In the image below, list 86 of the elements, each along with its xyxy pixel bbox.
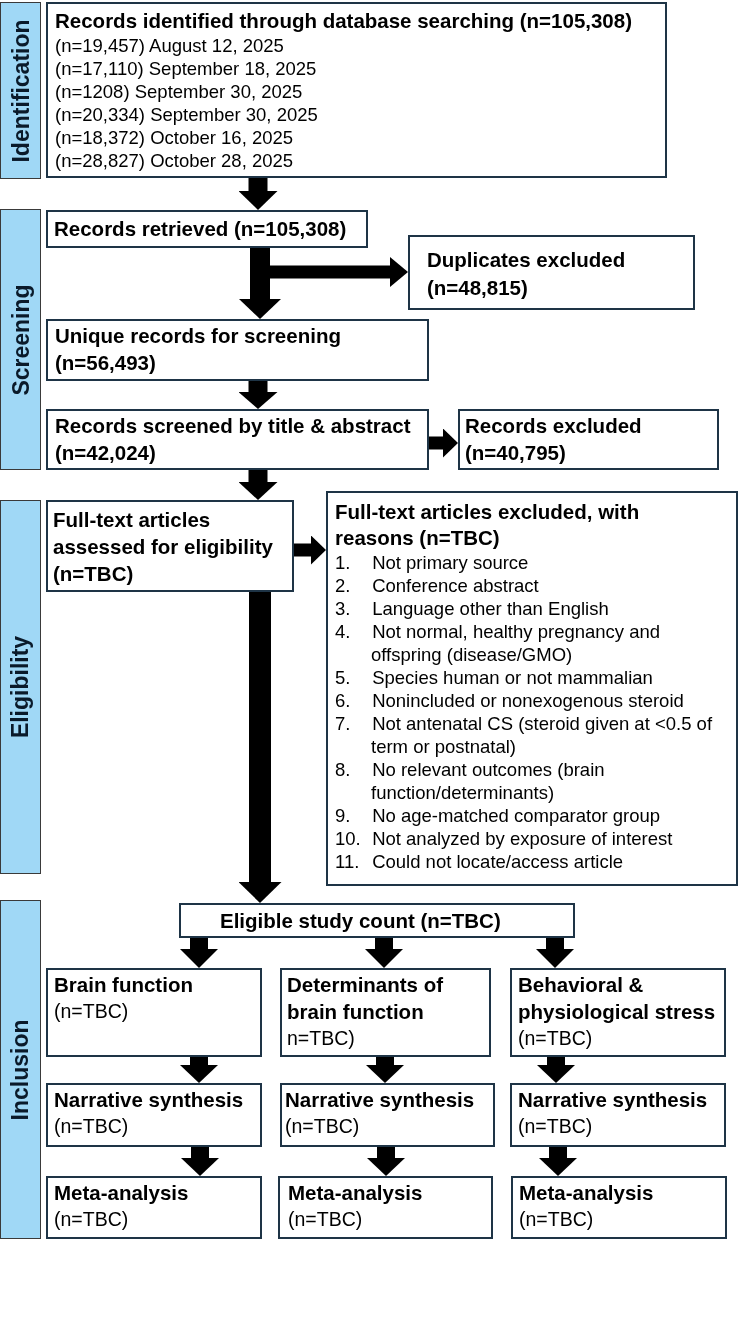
list-item-text: 4. Not normal, healthy pregnancy and offspring (disease/GMO): [335, 620, 662, 666]
heading-text: Full-text articles excluded, with reasons (n=TBC): [335, 499, 641, 551]
phase-band: [0, 2, 41, 179]
process-box: [46, 2, 667, 178]
phase-band: [0, 209, 41, 470]
process-box: [510, 1083, 726, 1147]
process-box: [46, 210, 368, 248]
list-item-text: 5. Species human or not mammalian: [335, 666, 654, 689]
arrow: [238, 381, 278, 409]
heading-text: Determinants of brain function: [287, 972, 445, 1025]
heading-text: Brain function: [54, 972, 194, 998]
body-text: (n=1208) September 30, 2025: [55, 80, 304, 103]
arrow: [239, 248, 281, 319]
heading-text: Duplicates excluded (n=48,815): [427, 247, 627, 301]
heading-text: Full-text articles assessed for eligibility (n=TBC): [53, 507, 274, 587]
heading-text: Narrative synthesis: [54, 1087, 245, 1113]
arrow: [180, 938, 218, 968]
arrow: [238, 470, 278, 500]
list-item-text: 10. Not analyzed by exposure of interest: [335, 827, 674, 850]
list-item-text: 2. Conference abstract: [335, 574, 540, 597]
body-text: (n=19,457) August 12, 2025: [55, 34, 285, 57]
body-text: (n=TBC): [285, 1114, 361, 1139]
body-text: (n=28,827) October 28, 2025: [55, 149, 295, 172]
arrow: [366, 1057, 404, 1083]
process-box: [46, 968, 262, 1057]
process-box: [46, 1083, 262, 1147]
list-item-text: 8. No relevant outcomes (brain function/determinants): [335, 758, 606, 804]
heading-text: Behavioral & physiological stress: [518, 972, 717, 1025]
phase-band: [0, 500, 41, 874]
arrow: [294, 535, 326, 565]
phase-label: Identification: [7, 18, 34, 163]
body-text: (n=TBC): [54, 1207, 130, 1232]
process-box: [46, 319, 429, 381]
body-text: (n=TBC): [288, 1207, 364, 1232]
heading-text: Meta-analysis: [288, 1180, 424, 1206]
body-text: (n=TBC): [518, 1026, 594, 1051]
process-box: [46, 1176, 262, 1239]
arrow: [536, 938, 574, 968]
process-box: [46, 500, 294, 592]
arrow: [181, 1147, 219, 1176]
list-item-text: 6. Nonincluded or nonexogenous steroid: [335, 689, 685, 712]
heading-text: Eligible study count (n=TBC): [220, 908, 502, 934]
process-box: [278, 1176, 493, 1239]
arrow: [539, 1147, 577, 1176]
heading-text: Records identified through database searching (n=105,308): [55, 8, 633, 34]
arrow: [180, 1057, 218, 1083]
process-box: [510, 968, 726, 1057]
heading-text: Records screened by title & abstract (n=42,024): [55, 413, 412, 466]
phase-label: Screening: [7, 283, 34, 396]
list-item-text: 11. Could not locate/access article: [335, 850, 625, 873]
process-box: [179, 903, 575, 938]
heading-text: Records excluded (n=40,795): [465, 413, 643, 466]
process-box: [46, 409, 429, 470]
heading-text: Narrative synthesis: [285, 1087, 476, 1113]
process-box: [408, 235, 695, 310]
heading-text: Unique records for screening (n=56,493): [55, 323, 342, 376]
arrow: [429, 428, 458, 458]
arrow: [537, 1057, 575, 1083]
body-text: (n=18,372) October 16, 2025: [55, 126, 295, 149]
heading-text: Narrative synthesis: [518, 1087, 709, 1113]
list-item-text: 7. Not antenatal CS (steroid given at <0.5 of term or postnatal): [335, 712, 714, 758]
arrow: [238, 178, 278, 210]
process-box: [280, 1083, 495, 1147]
list-item-text: 1. Not primary source: [335, 551, 530, 574]
process-box: [326, 491, 738, 886]
arrow: [238, 592, 282, 903]
body-text: (n=TBC): [54, 999, 130, 1024]
body-text: (n=17,110) September 18, 2025: [55, 57, 318, 80]
heading-text: Meta-analysis: [54, 1180, 190, 1206]
arrow: [365, 938, 403, 968]
heading-text: Meta-analysis: [519, 1180, 655, 1206]
process-box: [280, 968, 491, 1057]
process-box: [511, 1176, 727, 1239]
body-text: (n=20,334) September 30, 2025: [55, 103, 319, 126]
process-box: [458, 409, 719, 470]
body-text: (n=TBC): [518, 1114, 594, 1139]
body-text: (n=TBC): [54, 1114, 130, 1139]
body-text: (n=TBC): [519, 1207, 595, 1232]
body-text: n=TBC): [287, 1026, 356, 1051]
phase-band: [0, 900, 41, 1239]
arrow: [367, 1147, 405, 1176]
heading-text: Records retrieved (n=105,308): [54, 216, 348, 242]
list-item-text: 9. No age-matched comparator group: [335, 804, 662, 827]
phase-label: Eligibility: [7, 635, 34, 739]
list-item-text: 3. Language other than English: [335, 597, 610, 620]
phase-label: Inclusion: [7, 1019, 34, 1120]
